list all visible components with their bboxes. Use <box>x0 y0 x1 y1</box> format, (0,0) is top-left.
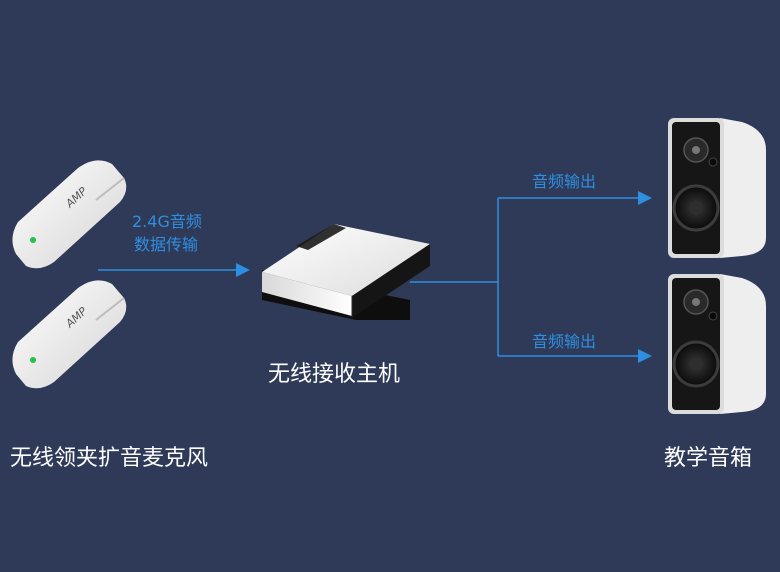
link-label-line1: 2.4G音频 <box>132 212 202 231</box>
speaker-label: 教学音箱 <box>664 446 753 471</box>
microphone-1: AMP <box>12 160 127 269</box>
link-arrow <box>98 263 250 277</box>
output-arrow-top <box>638 191 652 205</box>
receiver-label: 无线接收主机 <box>268 362 401 387</box>
output-label-top: 音频输出 <box>532 172 597 191</box>
link-label-line2: 数据传输 <box>134 235 199 254</box>
microphone-2: AMP <box>12 280 127 389</box>
output-lines <box>410 191 652 363</box>
speaker-2 <box>668 274 766 414</box>
mic-led-1 <box>30 237 36 243</box>
speaker-1 <box>668 118 766 258</box>
receiver-device <box>262 224 430 320</box>
mic-led-2 <box>30 357 36 363</box>
output-arrow-bottom <box>638 349 652 363</box>
mic-label: 无线领夹扩音麦克风 <box>10 446 209 471</box>
output-label-bottom: 音频输出 <box>532 332 597 351</box>
